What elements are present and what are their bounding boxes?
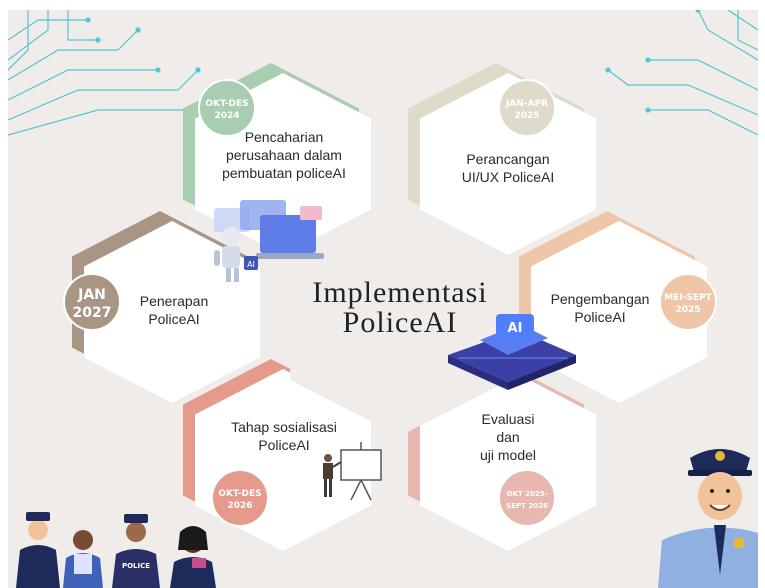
stage-label-line: Perancangan (466, 151, 550, 167)
date-badge-right: MEI-SEPT 2025 (659, 273, 717, 331)
stage-label-line: PoliceAI (148, 311, 200, 327)
stage-label-line: dan (496, 429, 520, 445)
robot-laptop-illustration: AI (214, 200, 324, 282)
ai-chip-label: AI (508, 321, 523, 336)
date-badge-circle (63, 273, 121, 331)
date-badge-line: JAN-APR (505, 99, 548, 109)
date-badge-line: MEI-SEPT (664, 293, 712, 303)
date-badge-bottom-left: OKT-DES 2026 (211, 469, 269, 527)
date-badge-top-left: OKT-DES 2024 (198, 79, 256, 137)
title-line-2: PoliceAI (342, 306, 458, 339)
stage-label-line: Tahap sosialisasi (231, 419, 337, 435)
stage-label-line: PoliceAI (258, 437, 310, 453)
presenter-whiteboard-illustration (323, 442, 382, 501)
diagram-title: Implementasi PoliceAI (290, 278, 510, 338)
circuit-top-right-decoration (605, 10, 758, 136)
date-badge-circle (211, 469, 269, 527)
date-badge-line: OKT-DES (218, 489, 261, 499)
ai-chip-illustration: AI (448, 314, 576, 390)
stage-label-top-left: Pencaharian perusahaan dalam pembuatan pol… (204, 128, 364, 182)
date-badge-line: JAN (77, 287, 106, 303)
police-officer-illustration (658, 449, 758, 588)
stage-label-line: Evaluasi (481, 411, 535, 427)
stage-label-line: Penerapan (139, 293, 209, 309)
stage-label-line: uji model (479, 447, 537, 463)
date-badge-bottom-right: OKT 2025- SEPT 2026 (498, 469, 556, 527)
stage-label-line: Pencaharian (244, 129, 324, 145)
hexagon-left (84, 221, 260, 403)
police-shirt-label: POLICE (122, 562, 150, 570)
date-badge-line: SEPT 2026 (506, 502, 548, 510)
chip-label: AI (247, 260, 255, 269)
date-badge-top-right: JAN-APR 2025 (498, 79, 556, 137)
center-hexagon (290, 206, 510, 436)
stage-label-line: perusahaan dalam (226, 147, 342, 163)
stage-label-bottom-right: Evaluasi dan uji model (428, 410, 588, 464)
date-badge-circle (659, 273, 717, 331)
date-badge-line: 2024 (214, 111, 239, 121)
date-badge-circle (498, 79, 556, 137)
date-badge-left: JAN 2027 (63, 273, 121, 331)
date-badge-line: 2026 (227, 501, 252, 511)
title-line-1: Implementasi (312, 276, 488, 309)
stage-label-line: pembuatan policeAI (222, 165, 346, 181)
circuit-top-left-decoration (8, 10, 211, 136)
date-badge-line: 2025 (514, 111, 539, 121)
date-badge-line: OKT-DES (205, 99, 248, 109)
date-badge-circle (198, 79, 256, 137)
date-badge-line: OKT 2025- (507, 490, 548, 498)
date-badge-line: 2027 (73, 305, 112, 321)
date-badge-line: 2025 (675, 305, 700, 315)
stage-label-line: PoliceAI (574, 309, 626, 325)
stage-label-line: UI/UX PoliceAI (461, 169, 555, 185)
date-badge-circle (498, 469, 556, 527)
stage-label-line: Pengembangan (550, 291, 650, 307)
police-officers-group-illustration: POLICE (16, 512, 216, 588)
